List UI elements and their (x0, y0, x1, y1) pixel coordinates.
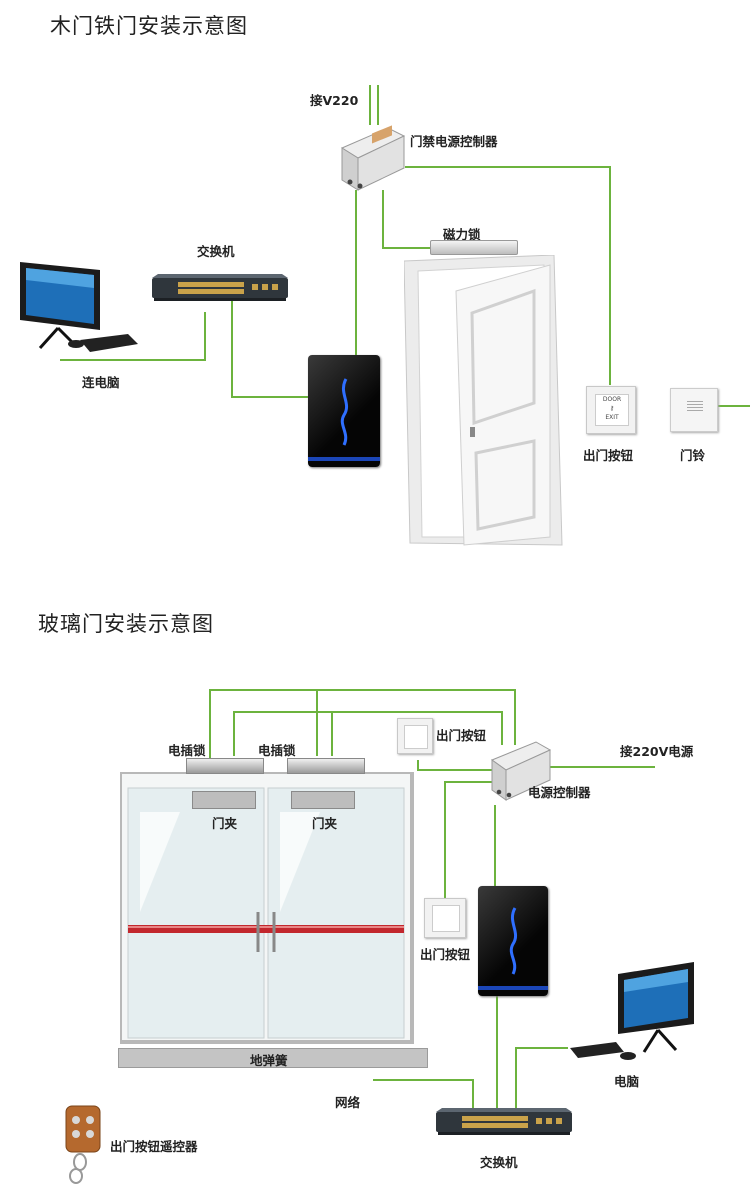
wire-top-loop-outer (209, 689, 516, 762)
button-text-door: DOOR (602, 396, 622, 403)
section1-title: 木门铁门安装示意图 (50, 14, 248, 38)
glass-door-illustration (118, 770, 420, 1056)
door-clamp-device-left (192, 791, 256, 809)
label-bolt-lock-left: 电插锁 (168, 743, 206, 758)
computer-device-2 (568, 960, 698, 1068)
wire-exit-top (417, 760, 492, 771)
label-switch-2: 交换机 (480, 1155, 518, 1170)
label-power-220: 接220V电源 (620, 744, 694, 759)
label-switch-1: 交换机 (197, 244, 235, 259)
wire-top-loop-inner (233, 711, 503, 756)
label-exit-button-top: 出门按钮 (436, 728, 487, 743)
label-controller-2: 电源控制器 (528, 785, 591, 800)
exit-button-device-1: DOOR ⚷ EXIT (586, 386, 636, 434)
wooden-door-illustration (403, 254, 566, 551)
door-clamp-device-right (291, 791, 355, 809)
section2-title: 玻璃门安装示意图 (38, 612, 214, 636)
wire-switch-pc (60, 312, 206, 361)
label-door-clamp-left: 门夹 (212, 816, 238, 831)
label-computer-1: 连电脑 (82, 375, 120, 390)
key-icon: ⚷ (609, 405, 615, 412)
power-controller-device-2 (488, 738, 554, 808)
power-controller-device (336, 122, 408, 198)
exit-button-device-2 (397, 718, 433, 754)
button-text-exit: EXIT (605, 414, 619, 421)
wire-ctrl-lock (382, 190, 431, 249)
bolt-lock-device-right (287, 758, 365, 774)
bolt-lock-device-left (186, 758, 264, 774)
label-controller: 门禁电源控制器 (410, 134, 498, 149)
label-doorbell: 门铃 (680, 448, 706, 463)
wire-ctrl-exit (405, 166, 611, 385)
label-magnetic-lock: 磁力锁 (443, 227, 481, 242)
card-reader-device-1 (308, 355, 380, 467)
exit-button-device-3 (424, 898, 466, 938)
label-remote: 出门按钮遥控器 (110, 1139, 198, 1154)
wire-network (373, 1079, 474, 1108)
network-switch-device-2 (432, 1106, 576, 1142)
label-door-clamp-right: 门夹 (312, 816, 338, 831)
wire-pc-switch (515, 1047, 568, 1108)
doorbell-device (670, 388, 718, 432)
label-network: 网络 (335, 1095, 361, 1110)
wire-switch-reader (231, 300, 316, 398)
label-floor-spring: 地弹簧 (250, 1053, 288, 1068)
label-power-in: 接V220 (310, 93, 359, 108)
card-reader-device-2 (478, 886, 548, 996)
label-exit-button-1: 出门按钮 (583, 448, 634, 463)
magnetic-lock-device (430, 240, 518, 255)
wire-ctrl-exit2 (444, 781, 498, 898)
floor-spring-bar (118, 1048, 428, 1068)
label-computer-2: 电脑 (614, 1074, 640, 1089)
computer-device-1 (18, 258, 143, 362)
network-switch-device-1 (148, 272, 292, 308)
label-bolt-lock-right: 电插锁 (258, 743, 296, 758)
remote-control-device (62, 1100, 106, 1190)
label-exit-button-left: 出门按钮 (420, 947, 471, 962)
